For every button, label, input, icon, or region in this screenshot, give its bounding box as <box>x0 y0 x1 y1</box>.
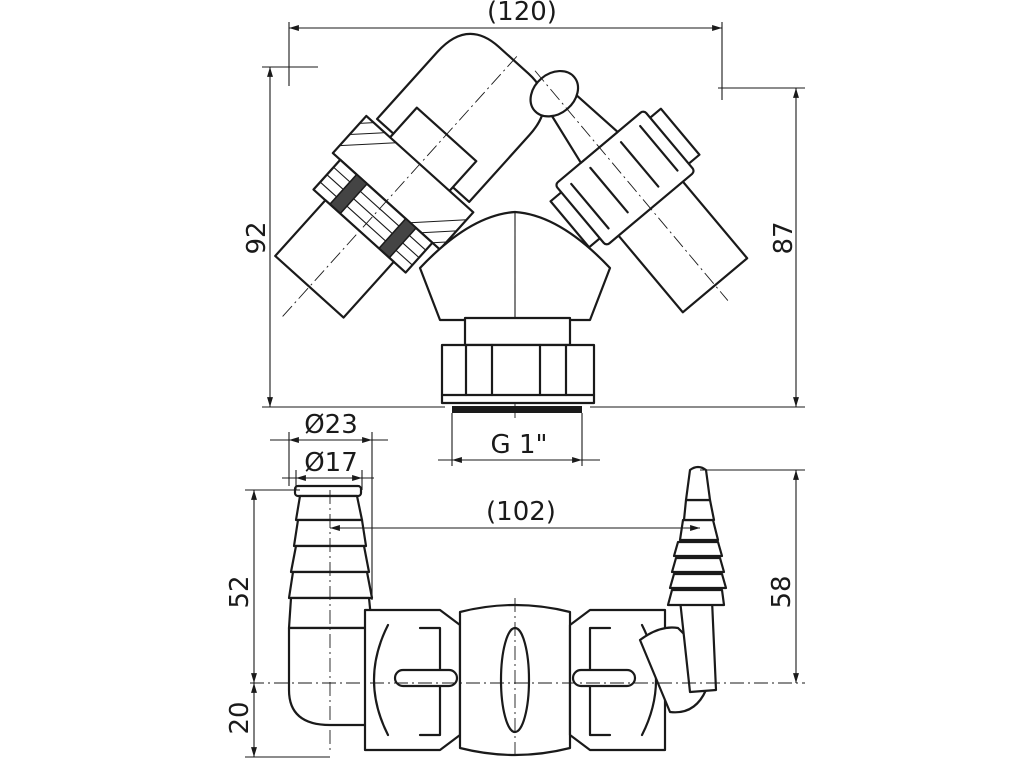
dim-right-height: 87 <box>769 221 799 254</box>
dim-bottom-offset: 20 <box>225 701 255 734</box>
dim-spacing: (102) <box>486 497 556 527</box>
dim-left-spigot-height: 52 <box>225 575 255 608</box>
dim-thread: G 1" <box>491 430 548 460</box>
dim-left-height: 92 <box>242 221 272 254</box>
bottom-dimensions <box>245 432 805 758</box>
dim-right-spigot-height: 58 <box>767 575 797 608</box>
y-connector-top-view <box>262 22 805 420</box>
dim-outer-diameter: Ø23 <box>304 410 358 440</box>
dim-top-width: (120) <box>487 0 557 27</box>
thread-dimension <box>438 413 600 466</box>
dim-inner-diameter: Ø17 <box>304 448 358 478</box>
connector-bottom-view <box>250 465 805 760</box>
